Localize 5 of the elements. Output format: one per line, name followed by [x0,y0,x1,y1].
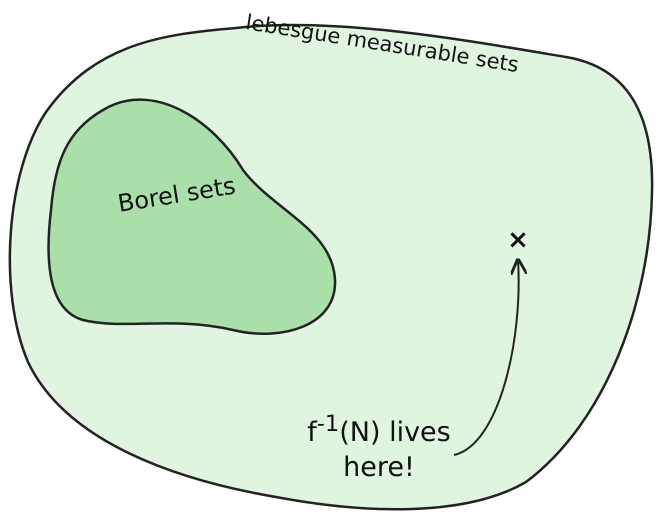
region-label: lebesgue measurable sets [244,10,520,78]
annotation-text: f$^{-1}$(N) lives here! [306,410,452,486]
point-mark: × [506,224,530,257]
region-label: Borel sets [116,172,238,218]
curved-arrow [454,256,528,456]
